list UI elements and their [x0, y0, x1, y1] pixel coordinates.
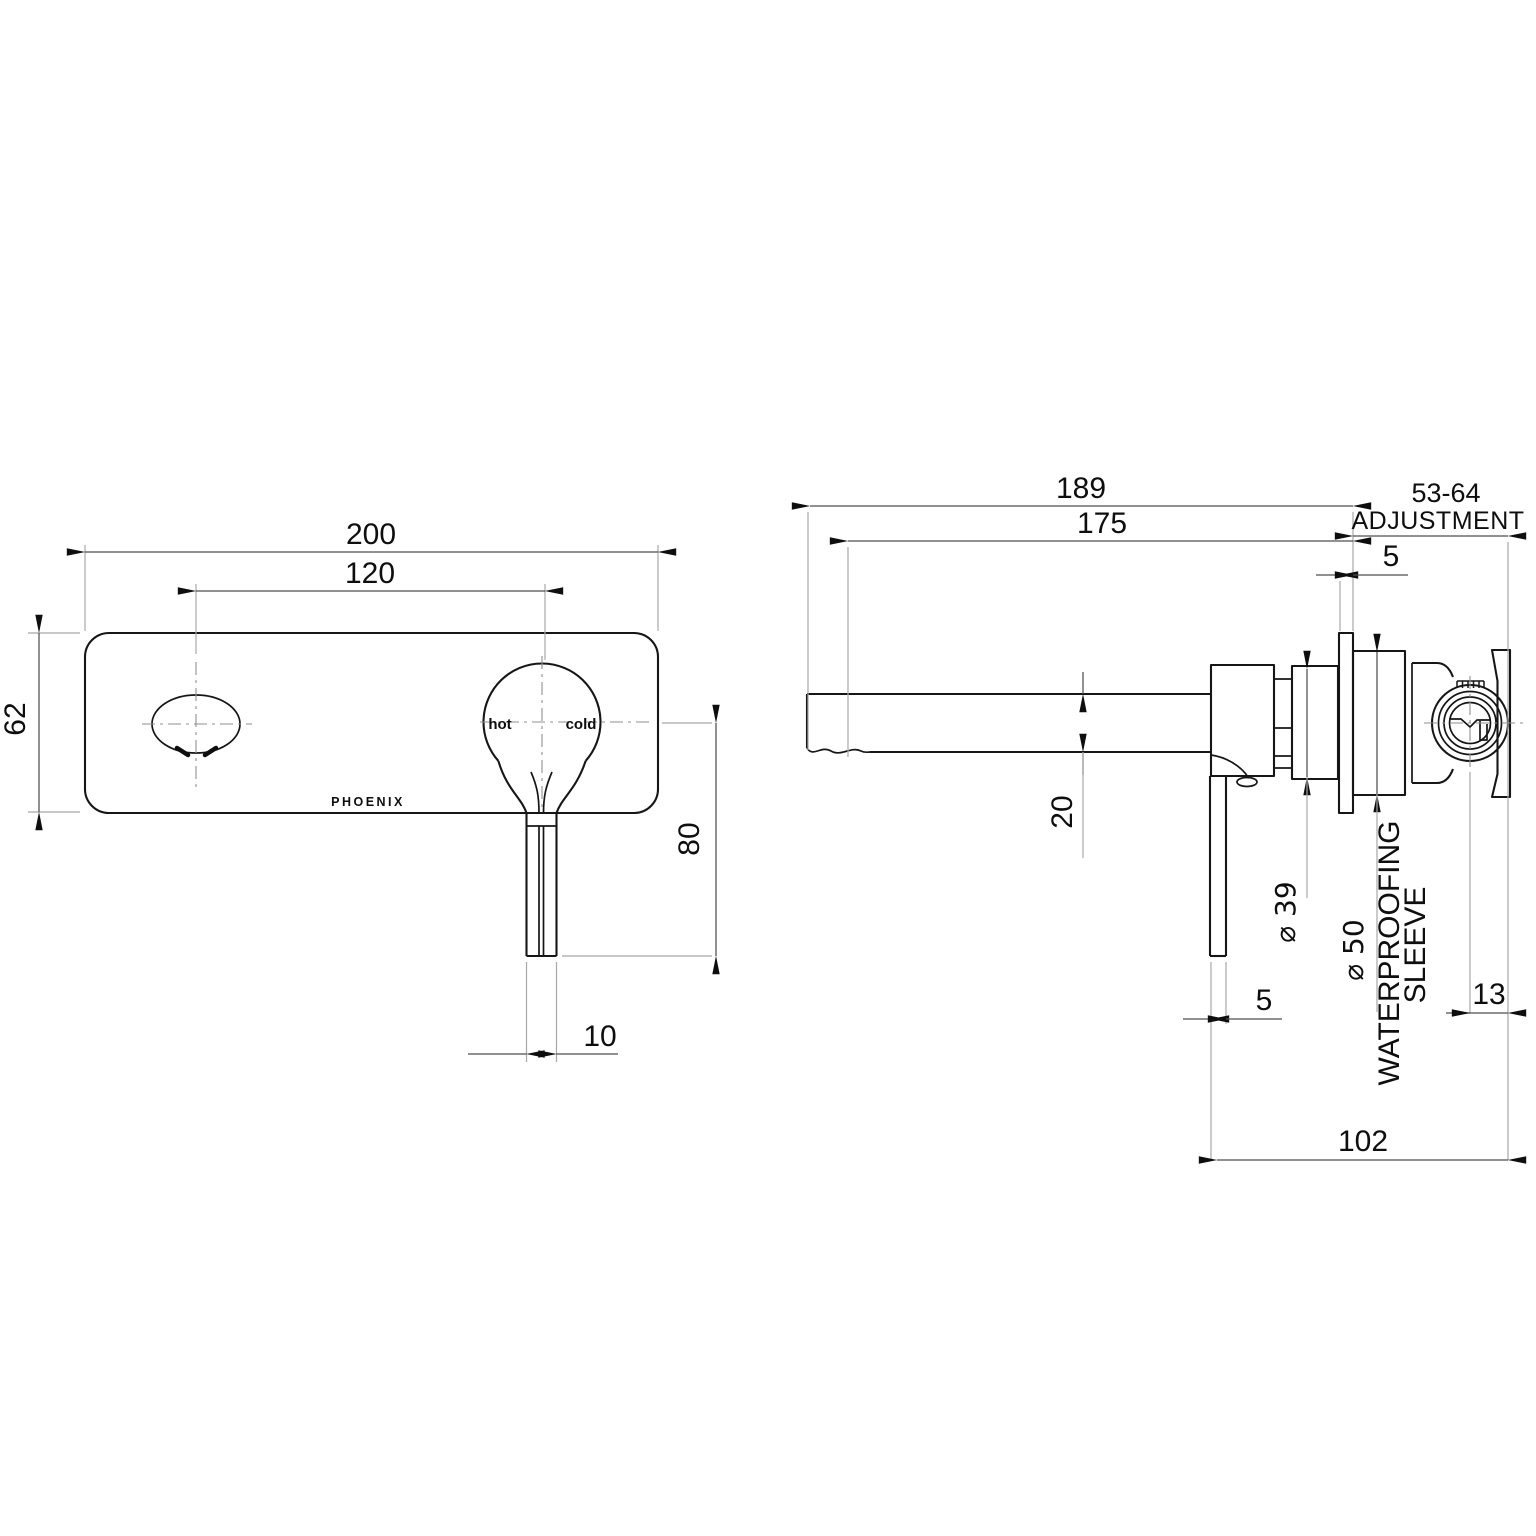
brand-logo: PHOENIX — [331, 795, 405, 809]
dim-handle-width: 10 — [468, 962, 618, 1062]
side-view-outlines — [805, 631, 1512, 958]
dim-body-depth-label: 102 — [1338, 1125, 1388, 1158]
cartridge-block — [1290, 664, 1340, 781]
handle-body-block — [1209, 663, 1276, 778]
dim-overall-projection: 189 — [791, 472, 1372, 750]
side-view: 189 175 53-64 ADJUSTMENT 5 20 — [791, 472, 1528, 1164]
adjustment-label: ADJUSTMENT — [1351, 507, 1524, 535]
spout-tip-wave — [806, 747, 871, 754]
knob-neck-left — [497, 760, 528, 814]
dim-spout-height: 20 — [1046, 672, 1087, 858]
front-view: 200 120 62 80 10 — [0, 518, 720, 1062]
sleeve-label-line1: WATERPROOFING — [1373, 821, 1406, 1086]
dim-plate-width: 200 — [66, 518, 677, 631]
dim-sleeve-dia-label: ⌀ 50 — [1337, 919, 1370, 980]
oval-tick-left — [174, 745, 191, 758]
mounting-bracket — [1490, 648, 1512, 799]
valve-body-top — [1412, 661, 1454, 678]
dim-centre-offset-label: 13 — [1472, 978, 1505, 1011]
waterproofing-sleeve — [1351, 649, 1407, 797]
dim-body-depth: 102 — [1198, 1125, 1527, 1164]
knob-stem-right — [542, 771, 553, 814]
dim-plate-thickness: 5 — [1316, 540, 1408, 631]
dim-handle-thickness-label: 5 — [1256, 984, 1273, 1017]
dim-hole-spacing-label: 120 — [345, 557, 395, 590]
dim-handle-width-label: 10 — [583, 1020, 616, 1053]
dim-handle-thickness: 5 — [1183, 962, 1282, 1160]
valve-body-bottom — [1412, 768, 1454, 785]
knob-stem-left — [530, 771, 540, 814]
wall-plate-outline — [83, 631, 660, 815]
oval-tick-right — [202, 745, 219, 758]
dim-spout-height-label: 20 — [1046, 795, 1079, 828]
dim-adjust-range-label: 53-64 — [1411, 478, 1480, 508]
valve-chord-detail — [1450, 718, 1490, 728]
dim-cartridge-dia-label: ⌀ 39 — [1269, 881, 1302, 942]
dim-cartridge-diameter: ⌀ 39 — [1269, 650, 1311, 943]
dim-plate-thickness-label: 5 — [1383, 540, 1400, 573]
front-view-centerlines — [142, 656, 652, 808]
side-view-centerlines — [1424, 676, 1528, 772]
dim-centre-offset: 13 — [1446, 772, 1527, 1017]
dim-plate-height-label: 62 — [0, 702, 32, 735]
cold-marking: cold — [566, 716, 597, 733]
dim-handle-drop: 80 — [562, 704, 720, 975]
sleeve-label-line2: SLEEVE — [1399, 887, 1432, 1004]
dim-overall-label: 189 — [1056, 472, 1106, 505]
dim-spout-projection: 175 — [829, 507, 1372, 757]
dim-plate-height: 62 — [0, 614, 80, 831]
hot-marking: hot — [488, 716, 511, 733]
dim-spout-label: 175 — [1077, 507, 1127, 540]
valve-stop-detail — [1479, 721, 1488, 741]
handle-pivot-detail — [1236, 776, 1258, 788]
knob-neck-right — [555, 760, 587, 814]
dim-plate-width-label: 200 — [346, 518, 396, 551]
dim-hole-spacing: 120 — [177, 557, 564, 660]
dim-handle-drop-label: 80 — [673, 822, 706, 855]
handle-joint-curve — [1210, 754, 1249, 778]
dim-sleeve-diameter: ⌀ 50 WATERPROOFING SLEEVE — [1337, 633, 1432, 1086]
wall-plate-side — [1337, 631, 1355, 815]
dim-adjustment: 53-64 ADJUSTMENT — [1334, 478, 1527, 1160]
